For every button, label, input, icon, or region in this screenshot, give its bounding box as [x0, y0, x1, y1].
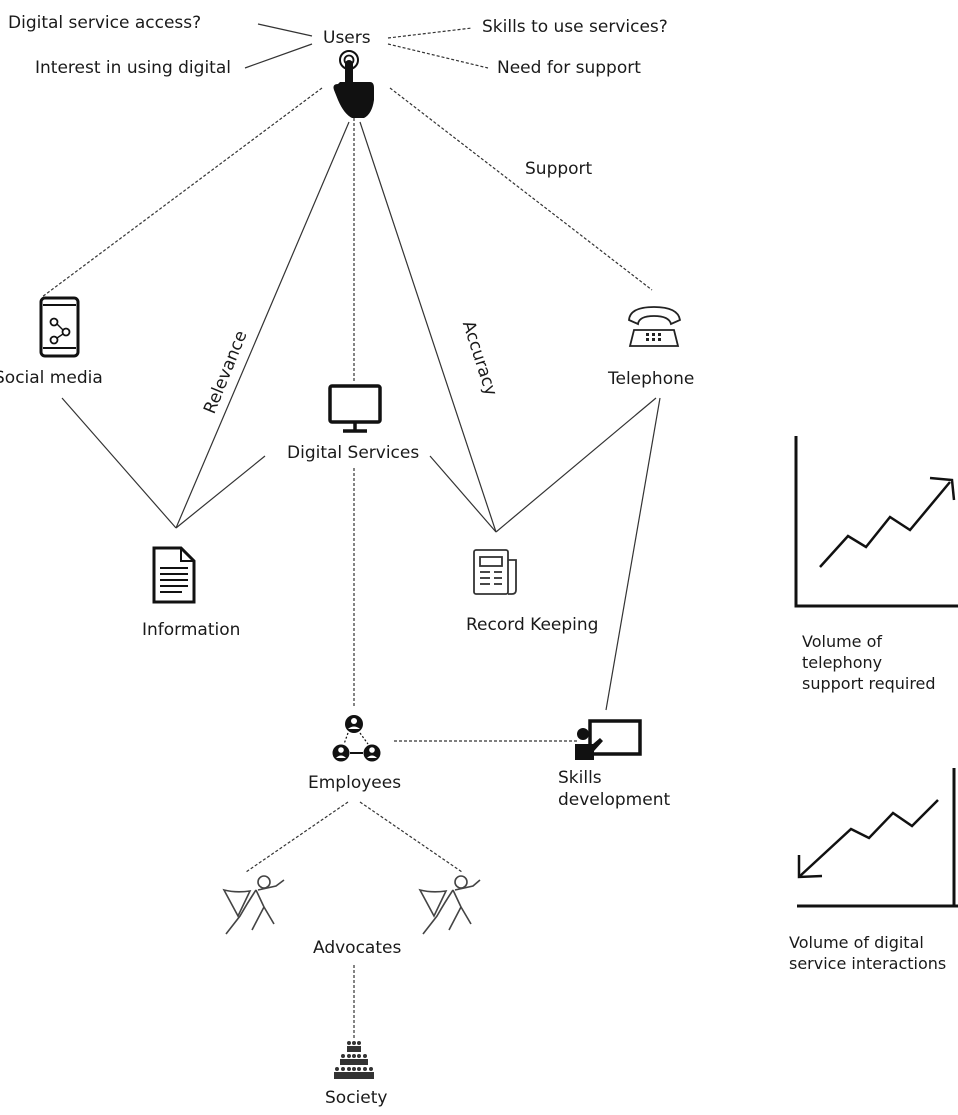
question-skills: Skills to use services? — [482, 17, 668, 37]
edge-q-support — [387, 43, 489, 69]
edge-employees-advocate-right — [359, 801, 463, 873]
team-network-icon — [332, 715, 381, 762]
node-advocates-label: Advocates — [313, 938, 402, 958]
digital-chart-caption: Volume of digital service interactions — [789, 933, 947, 974]
superhero-icon — [418, 875, 481, 935]
downward-arrow-head — [797, 855, 823, 879]
telephone-icon — [628, 306, 681, 347]
newspaper-icon — [473, 549, 517, 595]
edge-users-telephone — [389, 87, 653, 291]
node-telephone-label: Telephone — [608, 369, 695, 389]
edge-telephone-record — [495, 397, 657, 533]
node-skills-development-label: Skills development — [558, 768, 671, 811]
edge-q-access — [257, 23, 313, 37]
connectors — [41, 23, 661, 1038]
telephony-trend-chart — [794, 436, 958, 608]
node-digital-services-label: Digital Services — [287, 443, 420, 463]
node-society-label: Society — [325, 1088, 388, 1108]
edge-social-information — [61, 397, 177, 529]
telephony-chart-caption: Volume of telephony support required — [802, 632, 936, 694]
pointing-hand-icon — [333, 50, 374, 118]
document-icon — [152, 546, 196, 604]
node-users-label: Users — [323, 28, 371, 48]
edge-label-support: Support — [525, 159, 593, 179]
downward-trend-line — [799, 799, 939, 877]
smartphone-share-icon — [39, 296, 80, 358]
edge-employees-advocate-left — [245, 801, 349, 873]
monitor-icon — [328, 384, 382, 433]
edge-q-skills — [387, 27, 473, 39]
node-employees-label: Employees — [308, 773, 402, 793]
upward-trend-line — [819, 481, 951, 568]
chart-axes — [794, 436, 958, 608]
question-digital-access: Digital service access? — [8, 13, 202, 33]
question-interest: Interest in using digital — [35, 58, 231, 78]
digital-trend-chart — [797, 768, 958, 908]
upward-arrow-head — [929, 476, 956, 501]
edge-q-interest — [244, 43, 313, 69]
edge-users-social — [41, 87, 323, 298]
edge-users-record — [359, 121, 497, 533]
node-social-media-label: Social media — [0, 368, 103, 388]
question-support-need: Need for support — [497, 58, 641, 78]
node-record-keeping-label: Record Keeping — [466, 615, 599, 635]
node-information-label: Information — [142, 620, 241, 640]
crowd-icon — [334, 1041, 374, 1079]
superhero-icon — [222, 875, 285, 935]
edge-digital-record — [429, 455, 497, 533]
edge-users-information — [175, 121, 350, 529]
edge-digital-information — [175, 455, 266, 529]
teacher-board-icon — [575, 719, 642, 760]
edge-telephone-skills — [605, 397, 661, 711]
